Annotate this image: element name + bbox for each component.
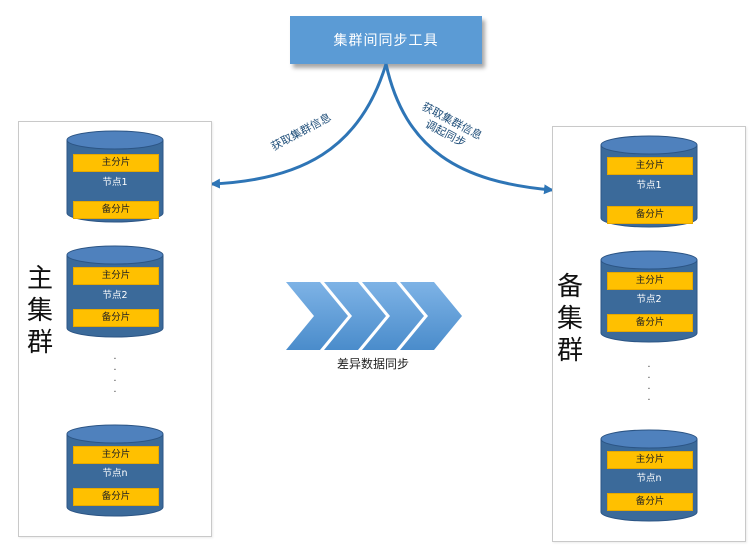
primary-cluster: 主 集 群 主分片 节点1 备分片 主分片 节点2 备分片 ···· 主分片 节… — [18, 121, 212, 537]
primary-shard: 主分片 — [73, 154, 159, 172]
replica-shard: 备分片 — [607, 314, 693, 332]
node-label: 节点1 — [636, 180, 662, 191]
standby-node-2: 主分片 节点2 备分片 — [600, 250, 698, 343]
standby-node-n: 主分片 节点n 备分片 — [600, 429, 698, 522]
primary-cluster-name: 主 集 群 — [25, 263, 55, 359]
node-label: 节点1 — [102, 177, 128, 188]
standby-cluster-name: 备 集 群 — [555, 271, 585, 367]
primary-shard: 主分片 — [607, 157, 693, 175]
primary-shard: 主分片 — [73, 446, 159, 464]
sync-chevrons-icon — [286, 282, 462, 350]
sync-label: 差异数据同步 — [337, 357, 410, 371]
sync-tool-box: 集群间同步工具 — [290, 16, 482, 64]
replica-shard: 备分片 — [607, 206, 693, 224]
standby-node-1: 主分片 节点1 备分片 — [600, 135, 698, 228]
replica-shard: 备分片 — [73, 488, 159, 506]
primary-cluster-name-char: 主 — [26, 264, 53, 294]
ellipsis-dots: ···· — [647, 362, 651, 406]
standby-cluster-name-char: 备 — [556, 272, 583, 302]
standby-cluster-name-char: 集 — [556, 304, 583, 334]
primary-shard: 主分片 — [607, 272, 693, 290]
primary-cluster-name-char: 群 — [26, 328, 53, 358]
standby-cluster-name-char: 群 — [556, 336, 583, 366]
node-label: 节点n — [636, 473, 662, 484]
primary-node-n: 主分片 节点n 备分片 — [66, 424, 164, 517]
node-label: 节点2 — [636, 294, 662, 305]
replica-shard: 备分片 — [73, 201, 159, 219]
primary-shard: 主分片 — [607, 451, 693, 469]
primary-shard: 主分片 — [73, 267, 159, 285]
primary-node-2: 主分片 节点2 备分片 — [66, 245, 164, 338]
replica-shard: 备分片 — [607, 493, 693, 511]
sync-tool-label: 集群间同步工具 — [333, 33, 439, 49]
arrow-to-primary — [210, 63, 388, 189]
standby-cluster: 备 集 群 主分片 节点1 备分片 主分片 节点2 备分片 ···· 主分片 节… — [552, 126, 746, 542]
ellipsis-dots: ···· — [113, 354, 117, 398]
arrow-to-standby — [384, 63, 554, 195]
replica-shard: 备分片 — [73, 309, 159, 327]
primary-node-1: 主分片 节点1 备分片 — [66, 130, 164, 223]
node-label: 节点n — [102, 468, 128, 479]
node-label: 节点2 — [102, 290, 128, 301]
primary-cluster-name-char: 集 — [26, 296, 53, 326]
